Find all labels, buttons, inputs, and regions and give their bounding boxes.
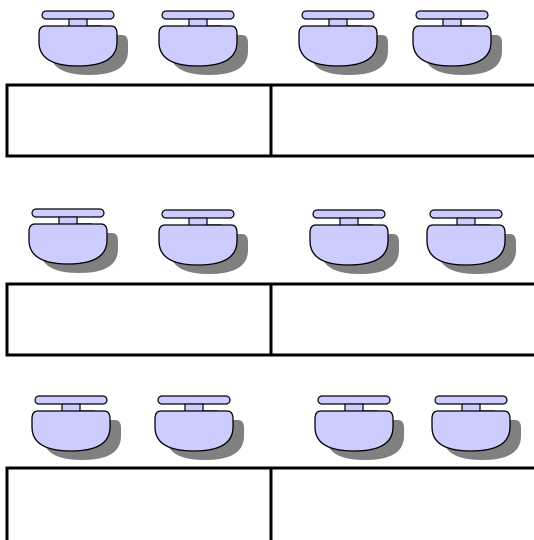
chair-icon bbox=[298, 10, 388, 75]
chair-seat bbox=[309, 224, 389, 266]
chair-backrest bbox=[34, 395, 108, 405]
chair-icon bbox=[31, 395, 121, 460]
chair-icon bbox=[154, 395, 244, 460]
chair-backrest bbox=[317, 395, 391, 405]
chair-seat bbox=[158, 25, 238, 67]
chair-seat bbox=[431, 410, 511, 452]
table-icon bbox=[5, 466, 273, 540]
chair-seat bbox=[154, 410, 234, 452]
chair-icon bbox=[412, 10, 502, 75]
chair-backrest bbox=[429, 209, 503, 219]
chair-backrest bbox=[157, 395, 231, 405]
chair-seat bbox=[412, 25, 492, 67]
table-icon bbox=[5, 83, 273, 158]
chair-seat bbox=[426, 224, 506, 266]
chair-backrest bbox=[161, 209, 235, 219]
table-icon bbox=[269, 282, 534, 357]
chair-seat bbox=[298, 25, 378, 67]
table-row bbox=[5, 83, 534, 158]
chair-seat bbox=[38, 25, 118, 67]
table-icon bbox=[269, 466, 534, 540]
chair-icon bbox=[158, 209, 248, 274]
chair-icon bbox=[426, 209, 516, 274]
chair-icon bbox=[431, 395, 521, 460]
table-row bbox=[5, 282, 534, 357]
chair-backrest bbox=[415, 10, 489, 20]
chair-icon bbox=[158, 10, 248, 75]
chair-icon bbox=[38, 10, 128, 75]
chair-seat bbox=[314, 410, 394, 452]
chair-backrest bbox=[31, 208, 105, 218]
chair-seat bbox=[158, 224, 238, 266]
chair-icon bbox=[28, 208, 118, 273]
chair-backrest bbox=[161, 10, 235, 20]
table-icon bbox=[5, 282, 273, 357]
chair-seat bbox=[28, 223, 108, 265]
chair-icon bbox=[309, 209, 399, 274]
chair-seat bbox=[31, 410, 111, 452]
chair-backrest bbox=[312, 209, 386, 219]
table-row bbox=[5, 466, 534, 540]
chair-backrest bbox=[301, 10, 375, 20]
chair-backrest bbox=[41, 10, 115, 20]
chair-backrest bbox=[434, 395, 508, 405]
chair-icon bbox=[314, 395, 404, 460]
table-icon bbox=[269, 83, 534, 158]
